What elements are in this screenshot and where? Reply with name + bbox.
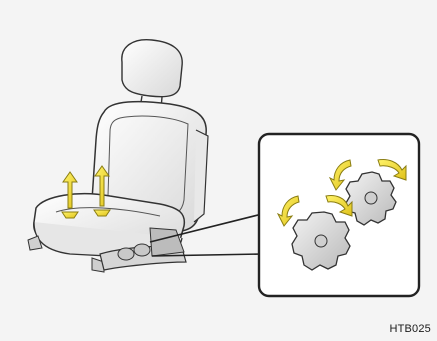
headrest xyxy=(122,40,182,109)
figure-code-label: HTB025 xyxy=(389,323,431,335)
